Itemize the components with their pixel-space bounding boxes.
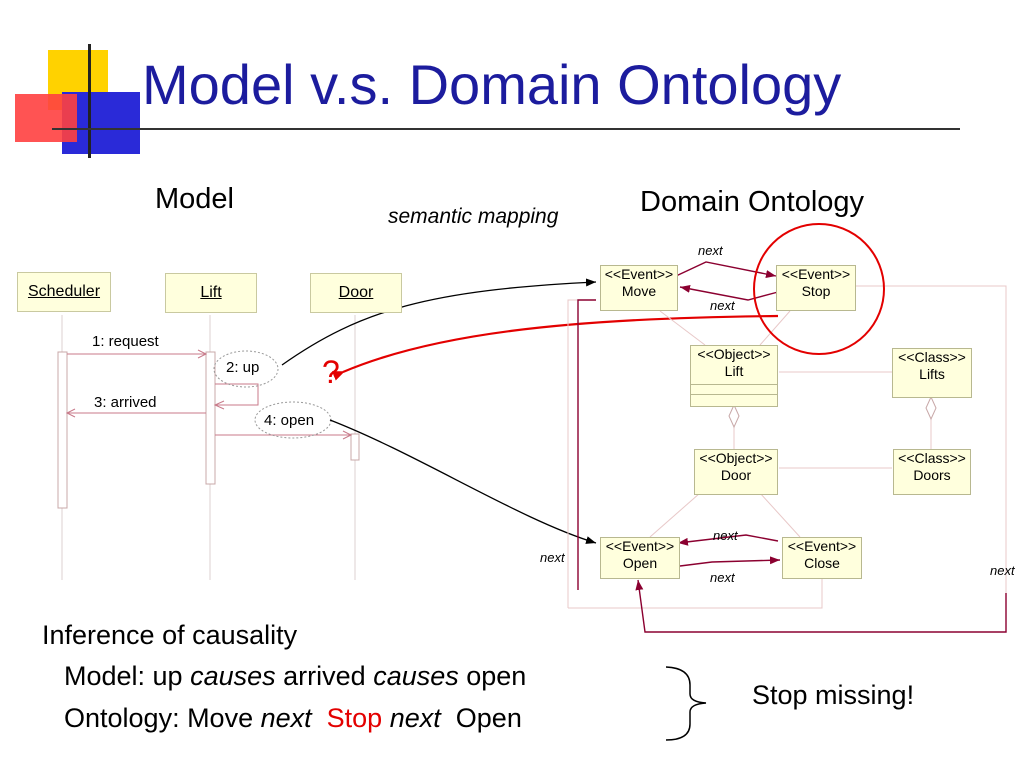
node-event-close: <<Event>>Close: [782, 537, 862, 579]
question-mark: ?: [322, 354, 340, 390]
corner-decoration: [0, 0, 140, 160]
node-event-open: <<Event>>Open: [600, 537, 680, 579]
next-label-left: next: [540, 550, 565, 565]
next-label-stop-move: next: [710, 298, 735, 313]
model-causality-line: Model: up causes arrived causes open: [64, 661, 527, 691]
next-label-close-open: next: [713, 528, 738, 543]
node-event-stop: <<Event>>Stop: [776, 265, 856, 311]
model-heading: Model: [155, 183, 234, 215]
node-object-door: <<Object>>Door: [694, 449, 778, 495]
message-up: 2: up: [226, 359, 260, 376]
lifeline-door: Door: [310, 273, 402, 313]
node-class-lifts: <<Class>>Lifts: [892, 348, 972, 398]
stop-missing-conclusion: Stop missing!: [752, 680, 915, 710]
next-label-open-close: next: [710, 570, 735, 585]
node-object-lift: <<Object>>Lift: [690, 345, 778, 407]
semantic-mapping-label: semantic mapping: [388, 205, 559, 228]
lifeline-scheduler: Scheduler: [17, 272, 111, 312]
ontology-causality-line: Ontology: Move next Stop next Open: [64, 703, 522, 733]
node-event-move: <<Event>>Move: [600, 265, 678, 311]
title-underline: [52, 128, 960, 130]
next-label-move-stop: next: [698, 243, 723, 258]
lifeline-lift: Lift: [165, 273, 257, 313]
stop-highlight: Stop: [326, 703, 383, 733]
slide-title: Model v.s. Domain Ontology: [142, 53, 842, 116]
node-class-doors: <<Class>>Doors: [893, 449, 971, 495]
next-label-right: next: [990, 563, 1015, 578]
ontology-heading: Domain Ontology: [640, 186, 865, 218]
message-request: 1: request: [92, 333, 159, 350]
message-arrived: 3: arrived: [94, 394, 157, 411]
message-open: 4: open: [264, 412, 315, 429]
inference-heading: Inference of causality: [42, 620, 298, 650]
